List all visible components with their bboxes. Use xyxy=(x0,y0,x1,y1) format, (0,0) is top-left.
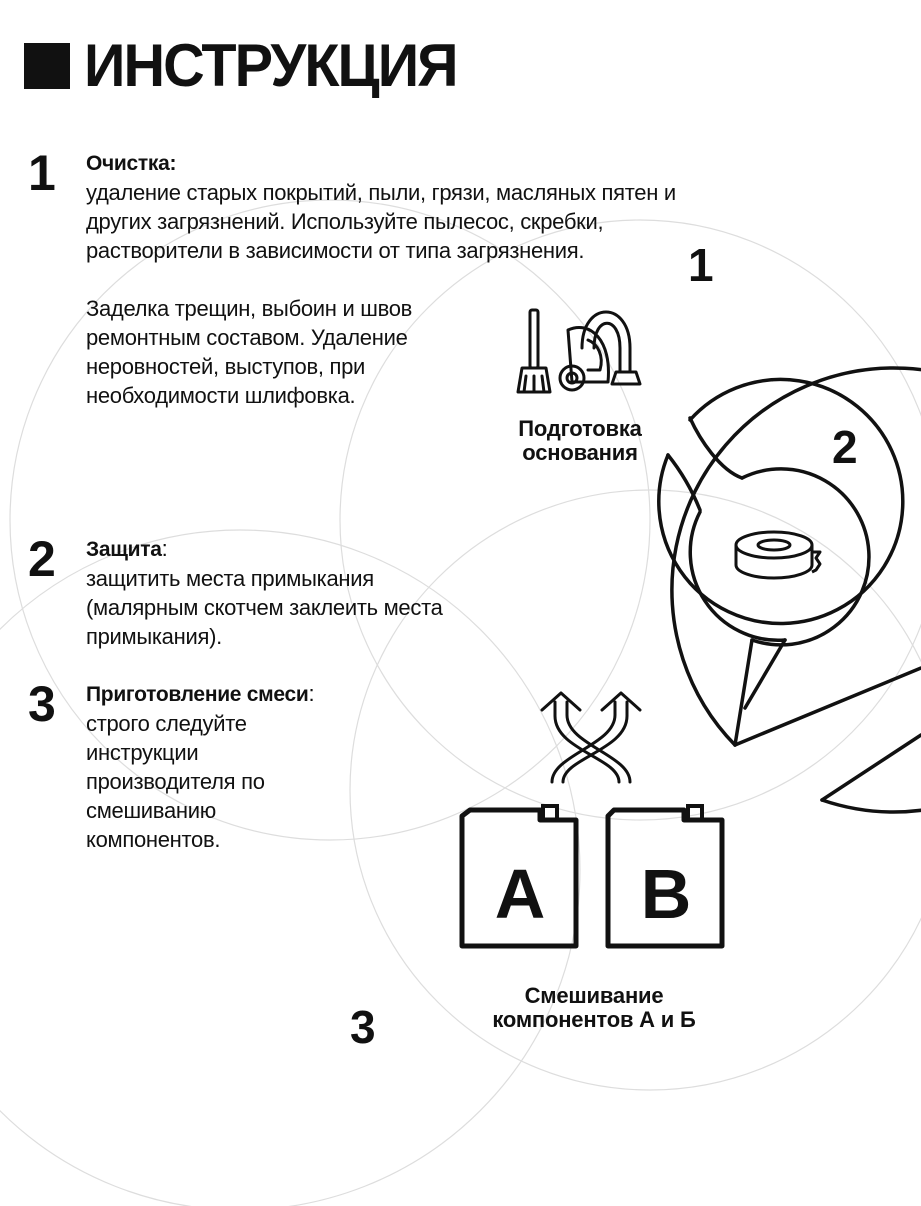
canister-a-icon: A xyxy=(459,804,579,949)
step-body: Очистка: удаление старых покрытий, пыли,… xyxy=(86,148,716,410)
step-2: 2 Защита: защитить места примыкания (мал… xyxy=(28,534,456,651)
connector-1-2-inner xyxy=(666,453,702,512)
label-line: Подготовка xyxy=(518,416,642,441)
cleaning-tools-icon xyxy=(516,308,642,394)
canister-a-letter: A xyxy=(495,855,546,933)
bg-circle xyxy=(9,199,651,841)
step-title: Защита xyxy=(86,538,162,561)
step-1: 1 Очистка: удаление старых покрытий, пыл… xyxy=(28,148,716,410)
step-title-suffix: : xyxy=(308,681,315,706)
page-header: ИНСТРУКЦИЯ xyxy=(24,32,472,99)
step-description: удаление старых покрытий, пыли, грязи, м… xyxy=(86,178,716,410)
label-line: Смешивание xyxy=(524,983,664,1008)
connector-1-2 xyxy=(688,416,744,480)
step-paragraph: удаление старых покрытий, пыли, грязи, м… xyxy=(86,180,676,263)
canister-b-letter: B xyxy=(641,855,692,933)
masking-tape-icon xyxy=(734,530,822,580)
bg-circle xyxy=(339,219,921,821)
step-paragraph: Заделка трещин, выбоин и швов ремонтным … xyxy=(86,296,413,408)
step-body: Приготовление смеси: строго следуйте инс… xyxy=(86,679,386,854)
circle-3-number: 3 xyxy=(350,1001,376,1053)
mixing-arrows-icon xyxy=(540,691,642,784)
step-description: защитить места примыкания (малярным скот… xyxy=(86,564,456,651)
bg-circle xyxy=(349,489,921,1091)
connector-2-3 xyxy=(733,638,787,747)
step-number: 2 xyxy=(28,531,56,587)
step-paragraph: строго следуйте инструкции производителя… xyxy=(86,711,265,852)
header-square-icon xyxy=(24,43,70,89)
step-body: Защита: защитить места примыкания (маляр… xyxy=(86,534,456,651)
label-line: основания xyxy=(522,440,638,465)
page-title: ИНСТРУКЦИЯ xyxy=(84,32,459,99)
step-number: 3 xyxy=(28,676,56,732)
step-paragraph: защитить места примыкания (малярным скот… xyxy=(86,566,443,649)
circle-3-label: Смешивание компонентов А и Б xyxy=(444,984,744,1032)
circle-3-outline xyxy=(670,366,921,814)
circle-1-label: Подготовка основания xyxy=(480,417,680,465)
circle-1-outline xyxy=(657,377,905,626)
step-title: Приготовление смеси xyxy=(86,683,309,706)
circle-2-number: 2 xyxy=(832,421,858,473)
canister-b-icon: B xyxy=(605,804,725,949)
bg-circle xyxy=(0,529,581,1206)
circle-2-outline-lower xyxy=(688,510,787,643)
connector-3-right xyxy=(733,666,921,802)
step-title-suffix: : xyxy=(161,536,168,561)
step-3: 3 Приготовление смеси: строго следуйте и… xyxy=(28,679,386,854)
step-title: Очистка: xyxy=(86,152,177,175)
circle-2-outline xyxy=(740,467,871,647)
step-number: 1 xyxy=(28,145,56,201)
step-description: строго следуйте инструкции производителя… xyxy=(86,709,306,854)
circle-1-number: 1 xyxy=(688,239,714,291)
label-line: компонентов А и Б xyxy=(492,1007,696,1032)
